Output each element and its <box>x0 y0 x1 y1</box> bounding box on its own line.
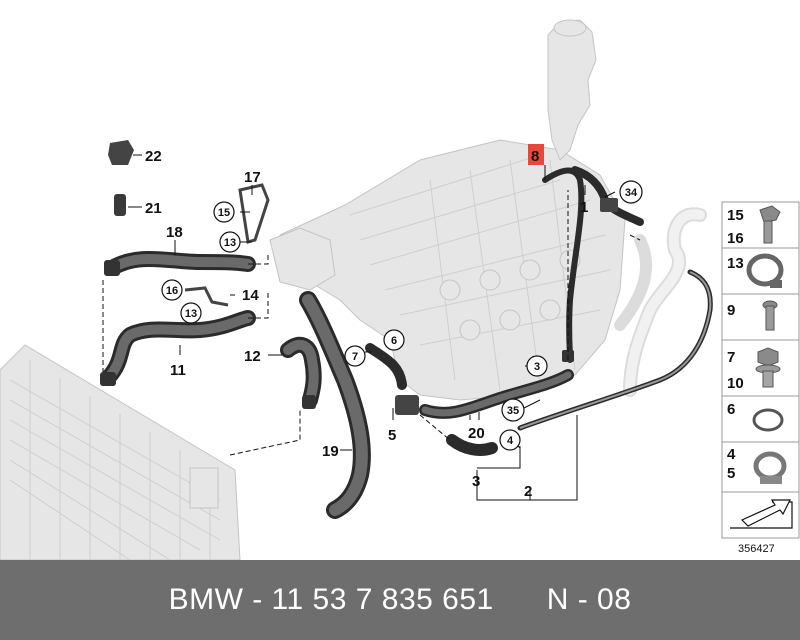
legend-label-4: 4 <box>727 446 736 463</box>
callout-18: 18 <box>166 224 183 241</box>
circle-callout-4: 4 <box>499 429 521 451</box>
circle-callout-16: 16 <box>161 279 183 301</box>
svg-text:4: 4 <box>507 435 514 447</box>
legend-label-7: 7 <box>727 349 735 366</box>
legend-cell-6 <box>721 395 800 443</box>
screw-icon <box>762 300 778 331</box>
circle-callout-6: 6 <box>383 329 405 351</box>
svg-text:35: 35 <box>507 405 519 417</box>
legend-label-6: 6 <box>727 401 735 418</box>
legend-label-5: 5 <box>727 465 735 482</box>
leader-lines <box>128 154 616 501</box>
reference-arrow-icon <box>730 499 793 529</box>
bolt-icon <box>759 205 781 244</box>
circled-callouts: 15 13 16 13 7 6 3 4 <box>161 180 643 451</box>
engine-ghost <box>269 139 626 401</box>
callout-22: 22 <box>145 148 162 165</box>
svg-text:34: 34 <box>625 187 638 199</box>
callout-14: 14 <box>242 287 259 304</box>
o-ring-icon <box>752 408 784 432</box>
highlight-marker <box>528 144 544 165</box>
callout-5: 5 <box>388 427 396 444</box>
expansion-tank-ghost <box>547 19 597 161</box>
callout-3-lower: 3 <box>472 473 480 490</box>
parts-diagram: 22 21 18 17 14 11 12 19 5 20 3 2 1 8 15 … <box>0 19 800 560</box>
legend-label-16: 16 <box>727 230 744 247</box>
legend-cell-9 <box>721 293 800 341</box>
hose-clamp-icon <box>753 451 787 484</box>
svg-text:7: 7 <box>352 351 358 363</box>
circle-callout-7: 7 <box>344 345 366 367</box>
svg-text:16: 16 <box>166 285 178 297</box>
callout-17: 17 <box>244 169 261 186</box>
callout-19: 19 <box>322 443 339 460</box>
circle-callout-34: 34 <box>619 180 643 204</box>
legend-label-10: 10 <box>727 375 744 392</box>
callout-12: 12 <box>244 348 261 365</box>
callout-1: 1 <box>580 199 588 216</box>
circle-callout-3: 3 <box>526 355 548 377</box>
circle-callout-15: 15 <box>213 201 235 223</box>
footer-part-number: BMW - 11 53 7 835 651 <box>168 583 494 616</box>
svg-text:3: 3 <box>534 361 540 373</box>
image-number: 356427 <box>738 543 775 555</box>
callout-20: 20 <box>468 425 485 442</box>
callout-21: 21 <box>145 200 162 217</box>
circle-callout-35: 35 <box>501 398 525 422</box>
dashed-lines <box>102 190 641 456</box>
footer-text: BMW - 11 53 7 835 651 N - 08 <box>169 583 632 617</box>
plug-icon <box>755 347 781 388</box>
legend-panel: 15 16 13 9 7 10 6 <box>721 201 800 555</box>
svg-text:13: 13 <box>224 237 236 249</box>
radiator-ghost <box>0 344 241 560</box>
legend-label-15: 15 <box>727 207 744 224</box>
callout-2: 2 <box>524 483 532 500</box>
legend-cell-7-10 <box>721 339 800 397</box>
circle-callout-13-lower: 13 <box>180 302 202 324</box>
circle-callout-13-upper: 13 <box>219 231 241 253</box>
small-parts <box>108 140 270 307</box>
callout-8: 8 <box>531 148 539 165</box>
legend-label-9: 9 <box>727 302 735 319</box>
svg-text:13: 13 <box>185 308 197 320</box>
clamp-icon <box>746 253 784 288</box>
footer-version: N - 08 <box>546 583 632 616</box>
svg-text:15: 15 <box>218 207 230 219</box>
legend-label-13: 13 <box>727 255 744 272</box>
callout-labels: 22 21 18 17 14 11 12 19 5 20 3 2 1 8 <box>145 144 588 500</box>
svg-text:6: 6 <box>391 335 397 347</box>
right-hose-ghost <box>614 207 707 397</box>
part-number-footer: BMW - 11 53 7 835 651 N - 08 <box>0 560 800 640</box>
callout-11: 11 <box>170 362 186 379</box>
hoses <box>100 166 713 519</box>
